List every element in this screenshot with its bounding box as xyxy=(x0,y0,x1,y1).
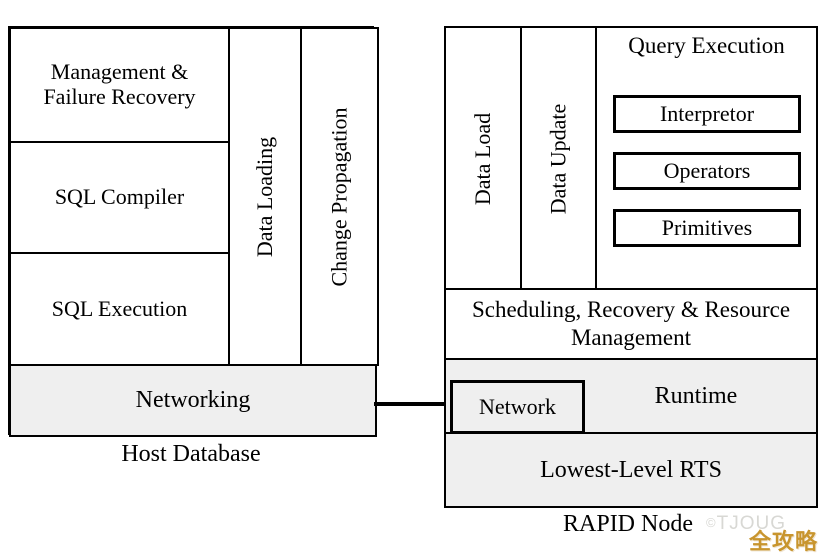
host-sql-execution-box: SQL Execution xyxy=(9,252,230,366)
rapid-runtime-label: Runtime xyxy=(654,382,738,409)
rapid-operators-box: Operators xyxy=(613,152,801,190)
rapid-primitives-label: Primitives xyxy=(661,214,753,240)
tjoug-watermark-label: TJOUG xyxy=(716,513,786,534)
cn-watermark: 全攻略 xyxy=(749,524,818,556)
rapid-lowest-level-rts-label: Lowest-Level RTS xyxy=(540,456,722,483)
tjoug-watermark: ©TJOUG xyxy=(706,513,786,535)
host-change-propagation-column: Change Propagation xyxy=(300,27,379,366)
rapid-data-load-column: Data Load xyxy=(444,26,522,291)
rapid-data-update-label: Data Update xyxy=(545,103,571,214)
host-database-caption-label: Host Database xyxy=(121,441,261,467)
rapid-network-label: Network xyxy=(479,393,556,419)
host-data-loading-column: Data Loading xyxy=(228,27,302,366)
rapid-scheduling-label: Scheduling, Recovery & Resource Manageme… xyxy=(471,297,791,350)
copyright-icon: © xyxy=(706,515,717,530)
rapid-interpretor-box: Interpretor xyxy=(613,95,801,133)
host-sql-execution-label: SQL Execution xyxy=(51,295,188,321)
rapid-query-execution-title: Query Execution xyxy=(597,32,816,59)
rapid-primitives-box: Primitives xyxy=(613,209,801,247)
rapid-interpretor-label: Interpretor xyxy=(659,100,755,126)
rapid-network-box: Network xyxy=(450,380,585,434)
host-rapid-connector xyxy=(374,402,446,406)
rapid-data-update-column: Data Update xyxy=(520,26,597,291)
cn-watermark-label: 全攻略 xyxy=(749,529,819,554)
host-database-block: Management & Failure Recovery SQL Compil… xyxy=(8,26,379,437)
rapid-query-execution-title-label: Query Execution xyxy=(628,33,785,58)
host-sql-compiler-label: SQL Compiler xyxy=(54,184,185,210)
rapid-data-load-label: Data Load xyxy=(470,112,496,205)
host-sql-compiler-box: SQL Compiler xyxy=(9,141,230,254)
host-management-failure-recovery-box: Management & Failure Recovery xyxy=(9,27,230,143)
host-database-caption: Host Database xyxy=(8,442,374,466)
rapid-query-execution-panel: Query Execution Interpretor Operators Pr… xyxy=(595,26,818,291)
rapid-scheduling-bar: Scheduling, Recovery & Resource Manageme… xyxy=(444,288,818,360)
rapid-node-block: Data Load Data Update Query Execution In… xyxy=(444,26,818,508)
rapid-node-caption: RAPID Node xyxy=(444,512,812,536)
host-networking-bar: Networking xyxy=(9,364,377,437)
host-management-failure-recovery-label: Management & Failure Recovery xyxy=(43,59,196,109)
rapid-operators-label: Operators xyxy=(663,157,751,183)
rapid-lowest-level-rts-bar: Lowest-Level RTS xyxy=(444,432,818,508)
host-data-loading-label: Data Loading xyxy=(252,136,278,257)
rapid-node-caption-label: RAPID Node xyxy=(563,511,693,537)
host-networking-label: Networking xyxy=(135,387,251,414)
host-change-propagation-label: Change Propagation xyxy=(326,106,352,287)
